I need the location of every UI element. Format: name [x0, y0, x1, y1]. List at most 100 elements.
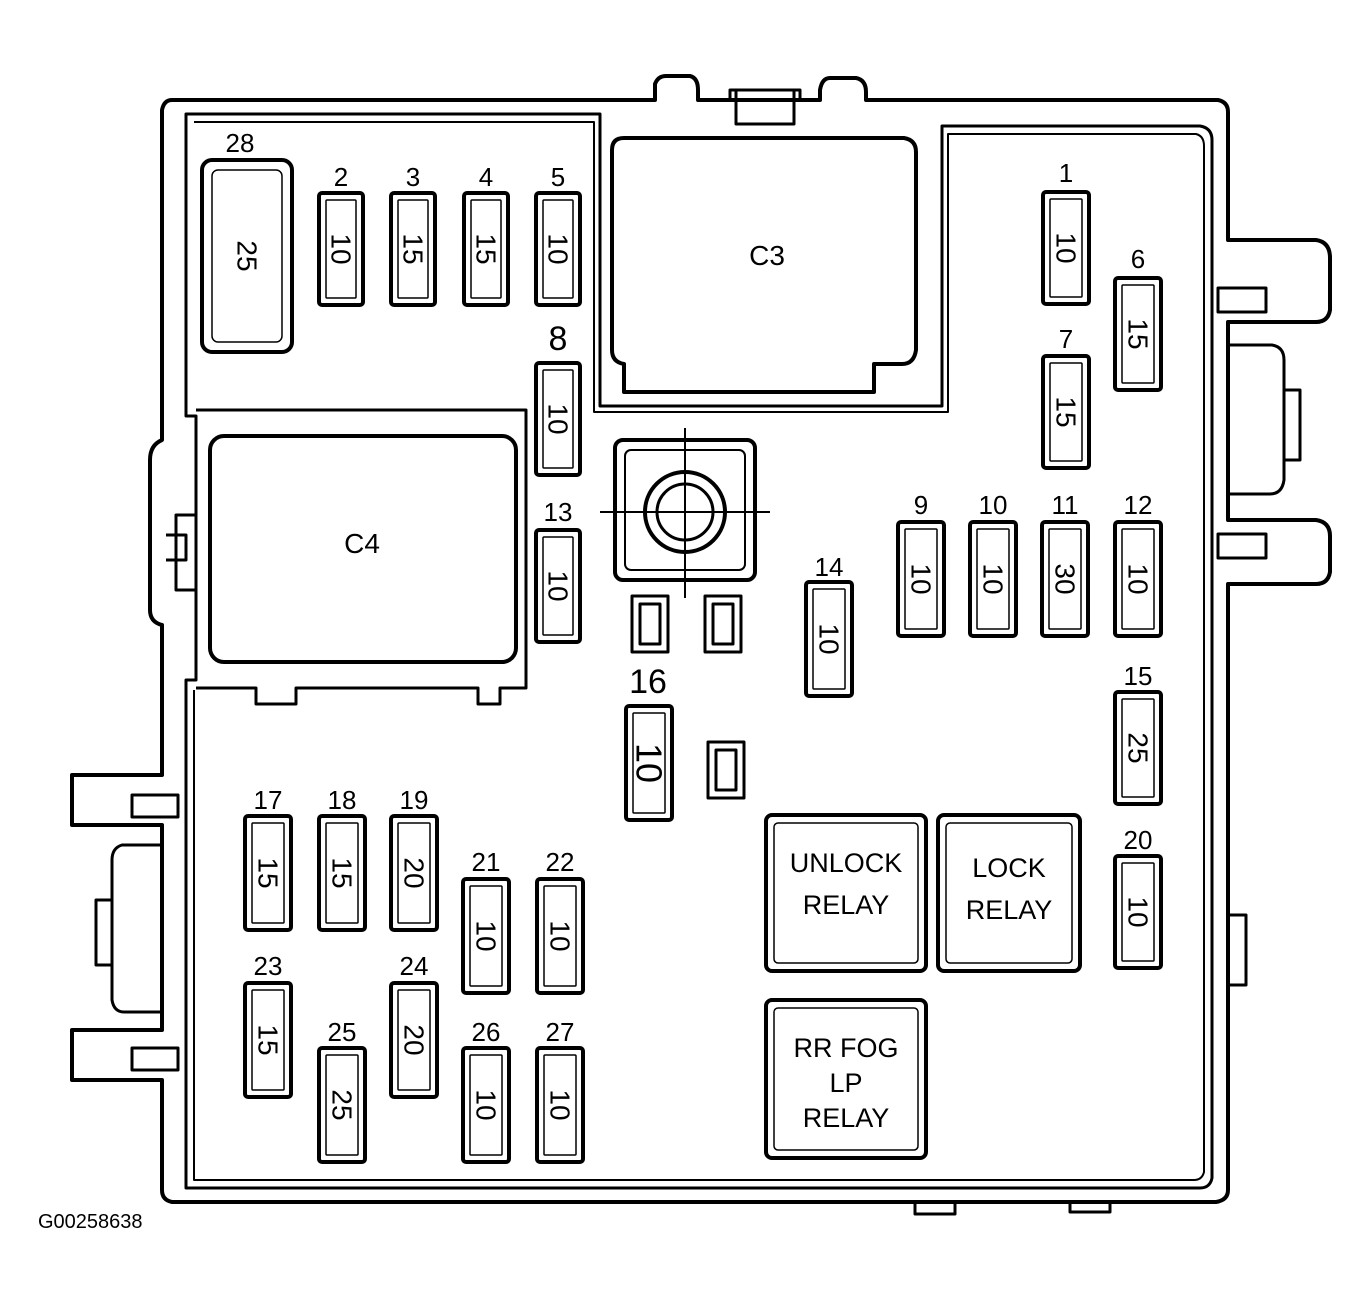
- fuse-6: 615: [1113, 244, 1163, 392]
- c4-label: C4: [344, 528, 380, 559]
- housing-inner-wall: [184, 112, 1214, 1190]
- fuse-25-element: [325, 1054, 359, 1156]
- bottom-feet: [913, 1202, 1112, 1216]
- fuse-18-outline: [317, 814, 367, 932]
- fuse-26-outline: [461, 1046, 511, 1164]
- unlock-relay-line-2: RELAY: [803, 890, 890, 920]
- fuse-22-element: [543, 885, 577, 987]
- fuse-24-number: 24: [400, 951, 429, 981]
- fuse-4-number: 4: [479, 162, 493, 192]
- fuse-13-amperage: 10: [543, 570, 574, 601]
- fuse-26-amperage: 10: [471, 1089, 502, 1120]
- fuse-23-number: 23: [254, 951, 283, 981]
- fuse-7-outline: [1041, 354, 1091, 470]
- left-tab: [94, 843, 162, 1014]
- fuse-7: 7 15: [1041, 324, 1091, 470]
- fuse-20-element: [1121, 862, 1155, 962]
- fuse-6-outline: [1113, 276, 1163, 392]
- right-clip-bottom: [1216, 532, 1268, 560]
- c3-label: C3: [749, 240, 785, 271]
- fuse-1-amperage: 10: [1051, 232, 1082, 263]
- fuse-6-element: [1121, 284, 1155, 384]
- fuse-11-outline: [1040, 520, 1090, 638]
- fuse-19-outline: [389, 814, 439, 932]
- fuse-23-amperage: 15: [253, 1024, 284, 1055]
- fuse-23: 23 15: [243, 951, 293, 1099]
- fuse-27-amperage: 10: [545, 1089, 576, 1120]
- fuse-14-amperage: 10: [814, 623, 845, 654]
- fuse-28-amperage: 25: [232, 240, 263, 271]
- fuse-5-outline: [534, 191, 582, 307]
- fuse-6-amperage: 15: [1123, 318, 1154, 349]
- fuse-11-element: [1048, 528, 1082, 630]
- fuse-19-number: 19: [400, 785, 429, 815]
- fuse-27-outline: [535, 1046, 585, 1164]
- fuse-10-outline: [968, 520, 1018, 638]
- fuse-8-element: [542, 369, 574, 469]
- diode-socket-1: [630, 594, 670, 654]
- fuse-24-amperage: 20: [399, 1024, 430, 1055]
- fuse-14-element: [812, 588, 846, 690]
- fuse-10-number: 10: [979, 490, 1008, 520]
- fuse-7-number: 7: [1059, 324, 1073, 354]
- fuse-9-number: 9: [914, 490, 928, 520]
- rr-fog-lp-relay: RR FOG LP RELAY: [764, 998, 928, 1160]
- fuse-18-amperage: 15: [327, 857, 358, 888]
- fuse-18-number: 18: [328, 785, 357, 815]
- fuse-8-outline: [534, 361, 582, 477]
- c3-connector: [610, 136, 918, 394]
- fuse-5-amperage: 10: [543, 233, 574, 264]
- fuse-20-amperage: 10: [1123, 896, 1154, 927]
- fuse-13-element: [542, 536, 574, 636]
- fuse-1: 110: [1041, 158, 1091, 306]
- fuse-20-number: 20: [1124, 825, 1153, 855]
- fuse-25: 25 25: [317, 1017, 367, 1164]
- fuse-10-element: [976, 528, 1010, 630]
- left-clip-bottom: [130, 1046, 180, 1072]
- fuse-8-amperage: 10: [543, 403, 574, 434]
- fuse-8: 810: [534, 320, 582, 477]
- fuse-24-element: [397, 989, 431, 1091]
- diode-socket-3: [706, 740, 746, 800]
- fuse-2: 210: [317, 162, 365, 307]
- stud-crosshair: [600, 428, 770, 598]
- fuse-12-number: 12: [1124, 490, 1153, 520]
- c4-connector: [208, 434, 518, 664]
- unlock-relay: UNLOCK RELAY: [764, 813, 928, 973]
- fuse-7-amperage: 15: [1051, 396, 1082, 427]
- fuse-4-amperage: 15: [471, 233, 502, 264]
- fuse-22-number: 22: [546, 847, 575, 877]
- fuse-3-amperage: 15: [398, 233, 429, 264]
- fuse-21-element: [469, 885, 503, 987]
- fuse-4-element: [470, 199, 502, 299]
- fuse-17-outline: [243, 814, 293, 932]
- fuse-15-amperage: 25: [1123, 732, 1154, 763]
- fuse-3: 315: [389, 162, 437, 307]
- housing-inner-wall-2: [193, 121, 1205, 1181]
- fuse-18-element: [325, 822, 359, 924]
- fuse-2-amperage: 10: [326, 233, 357, 264]
- fuse-13-outline: [534, 528, 582, 644]
- fuse-25-amperage: 25: [327, 1089, 358, 1120]
- lock-relay-line-1: LOCK: [972, 853, 1046, 883]
- fuse-23-outline: [243, 981, 293, 1099]
- housing-outline: [70, 74, 1332, 1204]
- fuse-11-number: 11: [1052, 490, 1079, 520]
- lock-relay-line-2: RELAY: [966, 895, 1053, 925]
- fuse-15-element: [1121, 698, 1155, 798]
- unlock-relay-line-1: UNLOCK: [790, 848, 903, 878]
- fuse-12-element: [1121, 528, 1155, 630]
- fuse-22-outline: [535, 877, 585, 995]
- rr-fog-relay-line-3: RELAY: [803, 1103, 890, 1133]
- fuse-21-number: 21: [472, 847, 501, 877]
- figure-id: G00258638: [38, 1211, 143, 1233]
- fuse-25-number: 25: [328, 1017, 357, 1047]
- fuse-16-number: 16: [629, 663, 667, 701]
